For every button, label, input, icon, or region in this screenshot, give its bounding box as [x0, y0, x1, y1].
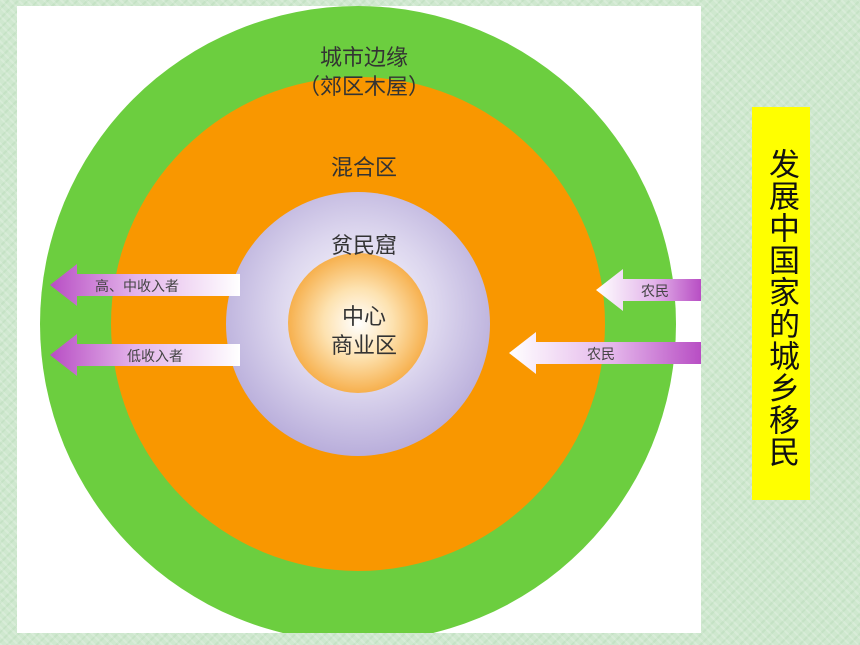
- side-title: 发展中国家的城乡移民: [763, 147, 799, 468]
- inflow-label-farmers-1: 农民: [641, 284, 669, 300]
- outflow-arrow-high-income: [50, 264, 240, 306]
- inflow-arrow-farmers-2: [509, 332, 701, 374]
- urban-fringe-sublabel: （郊区木屋）: [297, 75, 430, 100]
- cbd-core: [288, 253, 428, 393]
- outflow-label-high-income: 高、中收入者: [95, 279, 179, 295]
- concentric-zone-diagram: [40, 6, 701, 633]
- cbd-sublabel: 商业区: [330, 334, 397, 359]
- cbd-label: 中心: [341, 305, 386, 330]
- urban-fringe-label: 城市边缘: [319, 46, 408, 71]
- outflow-label-low-income: 低收入者: [127, 349, 183, 365]
- inflow-arrow-farmers-1: [596, 269, 701, 311]
- inflow-label-farmers-2: 农民: [587, 347, 615, 363]
- mixed-zone-label: 混合区: [330, 156, 397, 181]
- side-title-box: 发展中国家的城乡移民: [752, 107, 810, 500]
- slum-label: 贫民窟: [330, 234, 397, 259]
- outflow-arrow-low-income: [50, 334, 240, 376]
- diagram-panel: 城市边缘 （郊区木屋） 混合区 贫民窟 中心 商业区 高、中收入者 低收入者 农…: [17, 6, 701, 633]
